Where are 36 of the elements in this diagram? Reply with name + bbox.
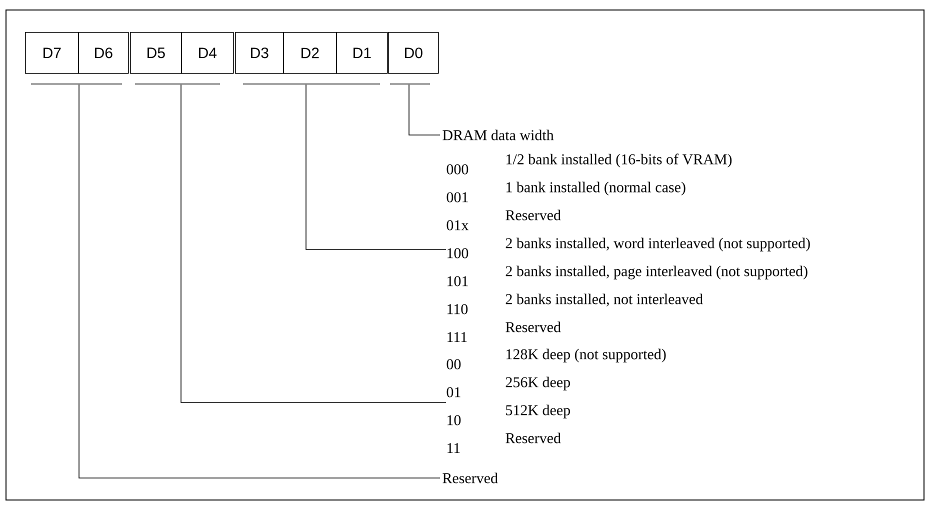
bit-code: 10	[448, 415, 461, 426]
bit-cell: D7	[25, 32, 79, 74]
code-description: 256K deep	[506, 376, 570, 390]
code-description: 512K deep	[506, 404, 570, 418]
code-description: Reserved	[506, 210, 561, 220]
field-label: Reserved	[442, 472, 498, 484]
bit-code: 100	[448, 248, 468, 258]
bit-cell: D3	[235, 32, 284, 74]
leader-line	[408, 84, 440, 136]
code-description: 1/2 bank installed (16-bits of VRAM)	[506, 154, 732, 168]
bit-code: 01	[446, 387, 460, 398]
bit-cell: D2	[283, 32, 337, 74]
code-description: 128K deep (not supported)	[506, 348, 666, 362]
bit-cell: D6	[78, 32, 129, 74]
bit-code: 110	[448, 304, 468, 314]
bit-code: 001	[446, 192, 468, 202]
bit-code: 00	[446, 359, 461, 370]
bit-cell: D5	[130, 32, 182, 74]
bit-code: 11	[448, 443, 460, 453]
bit-cell: D1	[336, 32, 388, 74]
bit-code: 000	[446, 164, 468, 174]
bit-cell: D4	[181, 32, 234, 74]
code-description: 2 banks installed, word interleaved (not supported)	[506, 238, 810, 252]
bit-code: 01x	[446, 220, 469, 230]
field-label: DRAM data width	[442, 130, 554, 140]
code-description: 2 banks installed, page interleaved (not supported)	[506, 266, 808, 280]
code-description: 2 banks installed, not interleaved	[506, 294, 703, 306]
code-description: Reserved	[506, 432, 561, 444]
leader-line	[306, 84, 446, 250]
bit-code: 101	[448, 276, 468, 286]
leader-line	[78, 84, 440, 478]
bit-code: 111	[448, 332, 467, 342]
code-description: Reserved	[506, 322, 561, 332]
bit-cell: D0	[388, 32, 439, 74]
code-description: 1 bank installed (normal case)	[506, 182, 686, 196]
leader-line	[180, 84, 446, 403]
